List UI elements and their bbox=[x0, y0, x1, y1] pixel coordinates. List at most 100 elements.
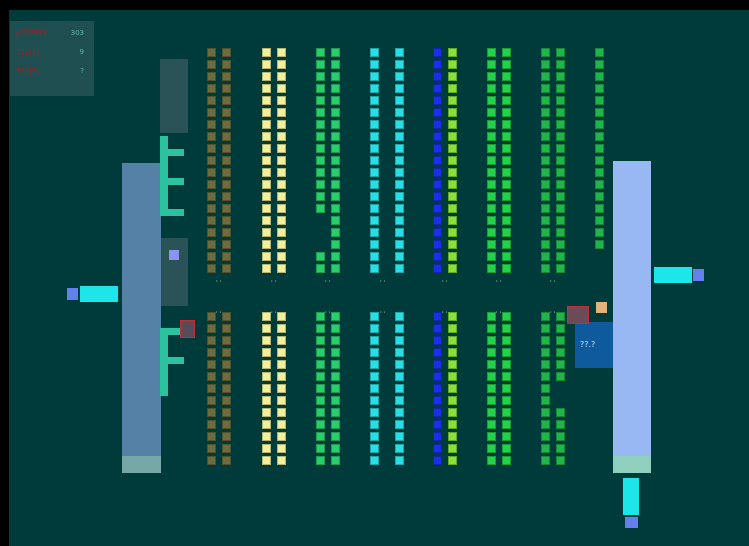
rack-cell[interactable] bbox=[433, 420, 442, 429]
rack-cell[interactable] bbox=[556, 216, 565, 225]
rack-cell[interactable] bbox=[262, 48, 271, 57]
rack-cell[interactable] bbox=[331, 120, 340, 129]
rack-cell[interactable] bbox=[487, 216, 496, 225]
rack-cell[interactable] bbox=[370, 120, 379, 129]
rack-cell[interactable] bbox=[222, 96, 231, 105]
rack-cell[interactable] bbox=[262, 264, 271, 273]
rack-cell[interactable] bbox=[556, 252, 565, 261]
rack-cell[interactable] bbox=[222, 180, 231, 189]
rack-cell[interactable] bbox=[487, 444, 496, 453]
rack-cell[interactable] bbox=[541, 96, 550, 105]
rack-cell[interactable] bbox=[433, 144, 442, 153]
rack-cell[interactable] bbox=[433, 72, 442, 81]
rack-cell[interactable] bbox=[370, 84, 379, 93]
rack-cell[interactable] bbox=[277, 384, 286, 393]
rack-cell[interactable] bbox=[448, 84, 457, 93]
rack-cell[interactable] bbox=[595, 180, 604, 189]
rack-cell[interactable] bbox=[277, 132, 286, 141]
rack-cell[interactable] bbox=[556, 312, 565, 321]
rack-cell[interactable] bbox=[487, 384, 496, 393]
rack-cell[interactable] bbox=[316, 264, 325, 273]
rack-cell[interactable] bbox=[541, 420, 550, 429]
rack-cell[interactable] bbox=[556, 108, 565, 117]
rack-cell[interactable] bbox=[433, 312, 442, 321]
rack-cell[interactable] bbox=[222, 336, 231, 345]
rack-cell[interactable] bbox=[277, 108, 286, 117]
rack-cell[interactable] bbox=[222, 132, 231, 141]
rack-cell[interactable] bbox=[331, 228, 340, 237]
rack-cell[interactable] bbox=[541, 132, 550, 141]
rack-cell[interactable] bbox=[262, 228, 271, 237]
rack-cell[interactable] bbox=[370, 384, 379, 393]
rack-cell[interactable] bbox=[502, 96, 511, 105]
rack-cell[interactable] bbox=[433, 456, 442, 465]
rack-cell[interactable] bbox=[277, 372, 286, 381]
rack-cell[interactable] bbox=[502, 216, 511, 225]
rack-cell[interactable] bbox=[222, 144, 231, 153]
rack-cell[interactable] bbox=[448, 252, 457, 261]
rack-cell[interactable] bbox=[331, 180, 340, 189]
rack-cell[interactable] bbox=[316, 144, 325, 153]
rack-cell[interactable] bbox=[448, 432, 457, 441]
rack-cell[interactable] bbox=[433, 384, 442, 393]
rack-cell[interactable] bbox=[433, 192, 442, 201]
rack-cell[interactable] bbox=[277, 396, 286, 405]
rack-cell[interactable] bbox=[222, 204, 231, 213]
rack-cell[interactable] bbox=[502, 420, 511, 429]
rack-cell[interactable] bbox=[370, 456, 379, 465]
rack-cell[interactable] bbox=[262, 60, 271, 69]
rack-cell[interactable] bbox=[448, 396, 457, 405]
rack-cell[interactable] bbox=[487, 204, 496, 213]
rack-cell[interactable] bbox=[316, 204, 325, 213]
rack-cell[interactable] bbox=[541, 324, 550, 333]
rack-cell[interactable] bbox=[277, 60, 286, 69]
rack-cell[interactable] bbox=[487, 108, 496, 117]
rack-cell[interactable] bbox=[262, 156, 271, 165]
rack-cell[interactable] bbox=[556, 456, 565, 465]
rack-cell[interactable] bbox=[262, 72, 271, 81]
rack-cell[interactable] bbox=[316, 60, 325, 69]
rack-cell[interactable] bbox=[277, 336, 286, 345]
rack-cell[interactable] bbox=[502, 48, 511, 57]
rack-cell[interactable] bbox=[433, 48, 442, 57]
rack-cell[interactable] bbox=[487, 252, 496, 261]
rack-cell[interactable] bbox=[370, 144, 379, 153]
rack-cell[interactable] bbox=[277, 180, 286, 189]
rack-cell[interactable] bbox=[541, 204, 550, 213]
rack-cell[interactable] bbox=[433, 252, 442, 261]
rack-cell[interactable] bbox=[222, 240, 231, 249]
rack-cell[interactable] bbox=[395, 264, 404, 273]
rack-cell[interactable] bbox=[331, 348, 340, 357]
rack-cell[interactable] bbox=[541, 84, 550, 93]
rack-cell[interactable] bbox=[556, 144, 565, 153]
rack-cell[interactable] bbox=[395, 348, 404, 357]
rack-cell[interactable] bbox=[222, 192, 231, 201]
rack-cell[interactable] bbox=[395, 360, 404, 369]
rack-cell[interactable] bbox=[541, 348, 550, 357]
rack-cell[interactable] bbox=[316, 96, 325, 105]
rack-cell[interactable] bbox=[448, 336, 457, 345]
rack-cell[interactable] bbox=[316, 336, 325, 345]
rack-cell[interactable] bbox=[262, 108, 271, 117]
rack-cell[interactable] bbox=[448, 120, 457, 129]
rack-cell[interactable] bbox=[207, 312, 216, 321]
rack-cell[interactable] bbox=[541, 252, 550, 261]
rack-cell[interactable] bbox=[433, 444, 442, 453]
rack-cell[interactable] bbox=[448, 60, 457, 69]
rack-cell[interactable] bbox=[595, 192, 604, 201]
rack-cell[interactable] bbox=[222, 264, 231, 273]
rack-cell[interactable] bbox=[502, 156, 511, 165]
rack-cell[interactable] bbox=[487, 168, 496, 177]
rack-cell[interactable] bbox=[502, 108, 511, 117]
rack-cell[interactable] bbox=[433, 204, 442, 213]
rack-cell[interactable] bbox=[370, 432, 379, 441]
rack-cell[interactable] bbox=[262, 84, 271, 93]
rack-cell[interactable] bbox=[370, 48, 379, 57]
rack-cell[interactable] bbox=[502, 444, 511, 453]
rack-cell[interactable] bbox=[395, 312, 404, 321]
rack-cell[interactable] bbox=[370, 132, 379, 141]
rack-cell[interactable] bbox=[207, 84, 216, 93]
rack-cell[interactable] bbox=[556, 360, 565, 369]
rack-cell[interactable] bbox=[316, 84, 325, 93]
rack-cell[interactable] bbox=[487, 96, 496, 105]
